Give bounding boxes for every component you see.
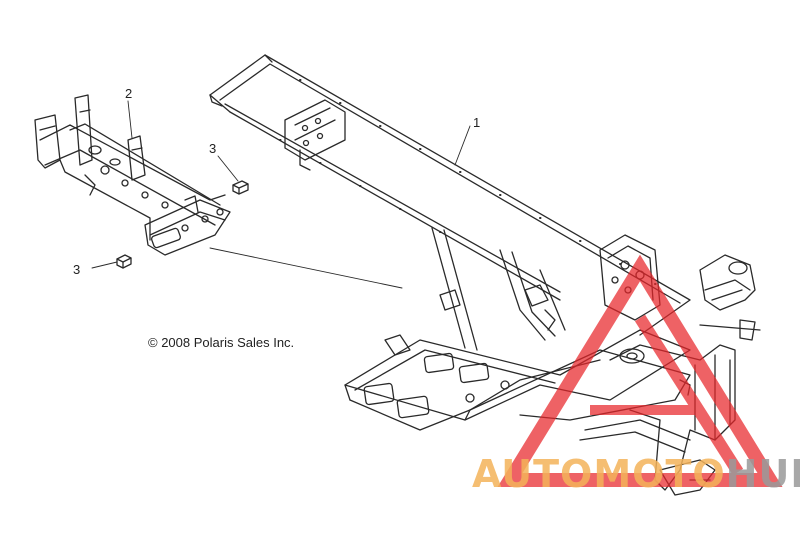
callout-front-bracket: 2 xyxy=(125,86,133,101)
watermark-text-accent: HUB xyxy=(725,452,800,496)
copyright-notice: © 2008 Polaris Sales Inc. xyxy=(148,335,295,350)
bolt-upper xyxy=(232,180,249,195)
watermark-text-main: AUTOMOTO xyxy=(472,452,726,496)
leader-lines xyxy=(91,100,471,289)
callout-bolt-upper: 3 xyxy=(209,141,217,156)
watermark-logo xyxy=(497,254,783,487)
front-bracket-assembly xyxy=(34,94,231,256)
watermark-text: AUTOMOTOHUB xyxy=(472,452,800,496)
bolt-lower xyxy=(116,254,132,269)
callout-frame: 1 xyxy=(473,115,481,130)
main-frame xyxy=(209,54,761,496)
callout-bolt-lower: 3 xyxy=(73,262,81,277)
